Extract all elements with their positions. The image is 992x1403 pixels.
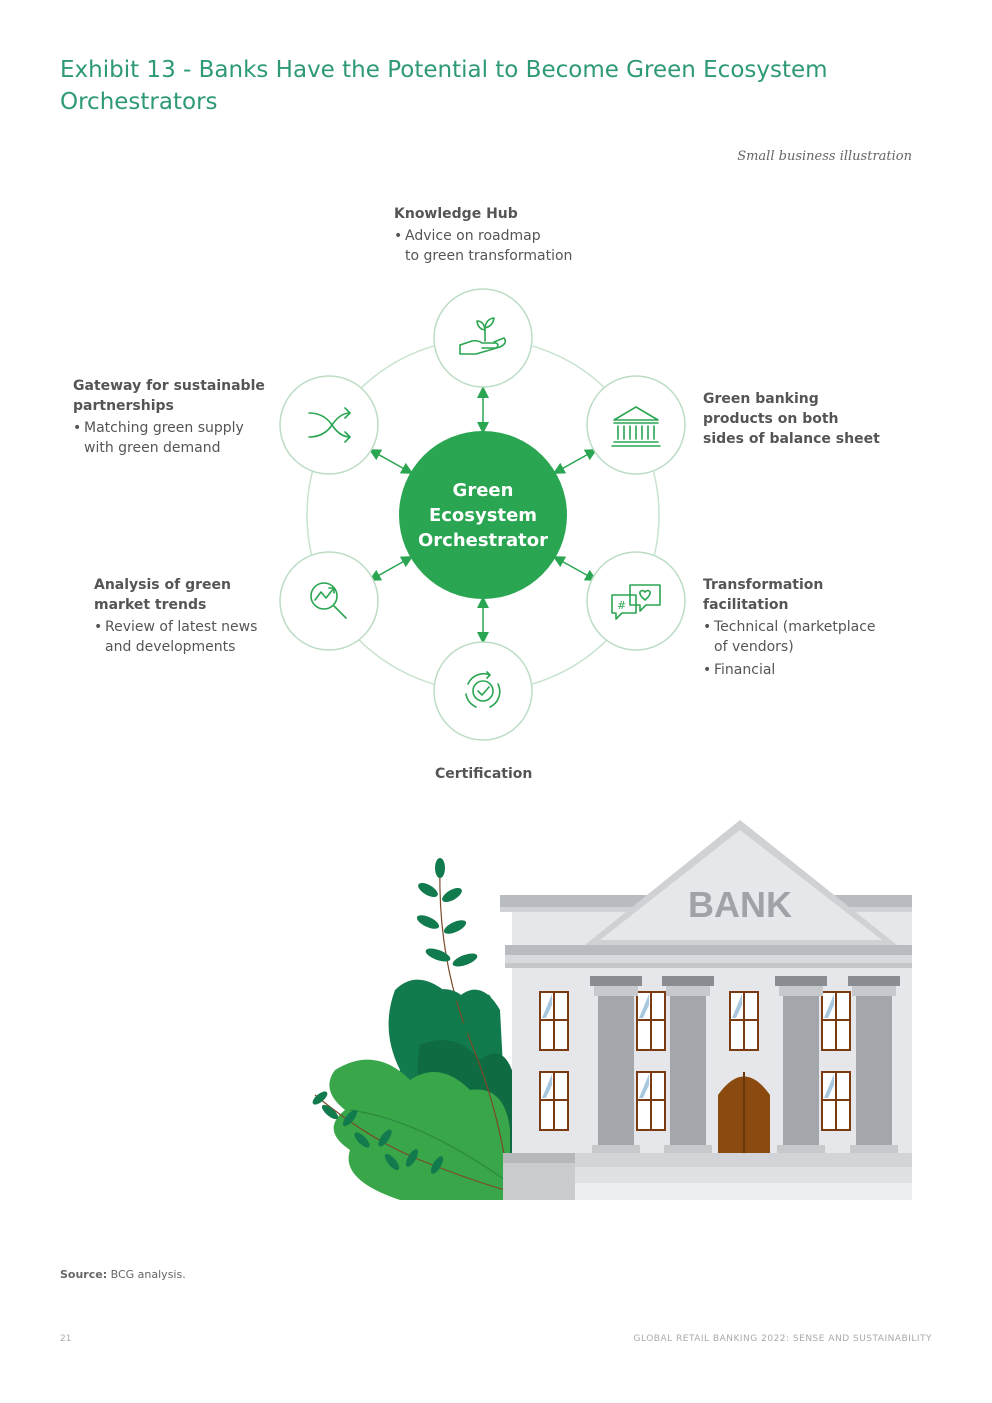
label-knowledge-hub: Knowledge Hub Advice on roadmap to green… — [394, 204, 572, 269]
analysis-title: Analysis of green market trends — [94, 575, 257, 615]
arrow-transformation — [558, 559, 592, 578]
node-analysis — [280, 552, 378, 650]
bank-illustration: BANK — [311, 820, 912, 1200]
publication-title: GLOBAL RETAIL BANKING 2022: SENSE AND SU… — [634, 1334, 932, 1344]
transformation-title: Transformation facilitation — [703, 575, 876, 615]
source-note: Source: BCG analysis. — [60, 1268, 186, 1281]
center-label: Green Ecosystem Orchestrator — [400, 478, 566, 553]
gateway-bullet: Matching green supply with green demand — [73, 418, 265, 458]
transformation-bullet-2: Financial — [703, 660, 876, 680]
gateway-title: Gateway for sustainable partnerships — [73, 376, 265, 416]
node-green-banking — [587, 376, 685, 474]
knowledge-hub-title: Knowledge Hub — [394, 204, 572, 224]
label-gateway: Gateway for sustainable partnerships Mat… — [73, 376, 265, 461]
page-number: 21 — [60, 1334, 71, 1344]
arrow-green-banking — [558, 452, 592, 471]
node-gateway — [280, 376, 378, 474]
node-knowledge-hub — [434, 289, 532, 387]
label-green-banking: Green banking products on both sides of … — [703, 389, 880, 449]
certification-title: Certification — [435, 764, 532, 784]
transformation-bullet-1: Technical (marketplace of vendors) — [703, 617, 876, 657]
bank-sign: BANK — [688, 884, 792, 925]
source-text: BCG analysis. — [107, 1268, 186, 1281]
source-label: Source: — [60, 1268, 107, 1281]
arrow-gateway — [374, 452, 408, 471]
label-certification: Certification — [435, 764, 532, 784]
arrow-analysis — [374, 559, 408, 578]
plant-illustration — [311, 858, 515, 1200]
label-analysis: Analysis of green market trends Review o… — [94, 575, 257, 660]
label-transformation: Transformation facilitation Technical (m… — [703, 575, 876, 683]
node-certification — [434, 642, 532, 740]
svg-text:#: # — [617, 599, 626, 612]
knowledge-hub-bullet: Advice on roadmap to green transformatio… — [394, 226, 572, 266]
green-banking-title: Green banking products on both sides of … — [703, 389, 880, 449]
analysis-bullet: Review of latest news and developments — [94, 617, 257, 657]
